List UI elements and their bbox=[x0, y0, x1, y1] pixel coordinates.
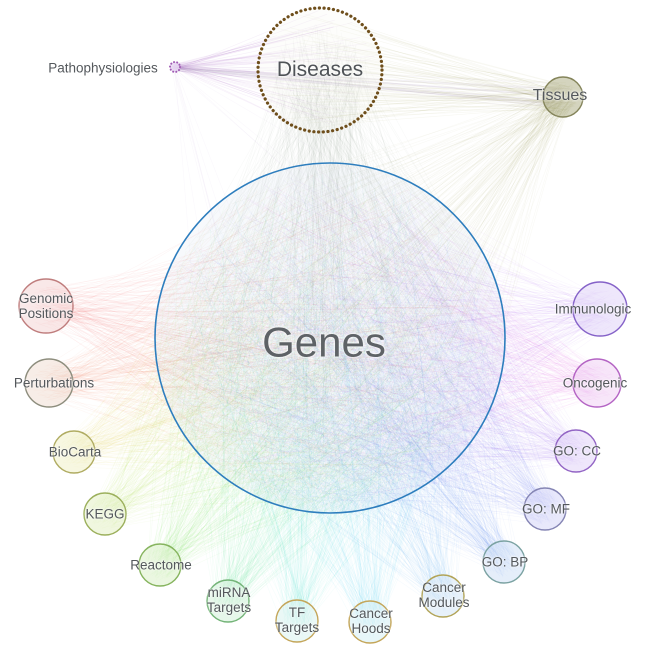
edge-bundle-genes-tf_targets bbox=[167, 171, 492, 636]
node-circle-immunologic[interactable] bbox=[572, 281, 628, 337]
edge-bundle-genes-oncogenic bbox=[160, 169, 615, 490]
edge-bundle-genes-tissues bbox=[164, 83, 578, 507]
edge-bundle-genes-genomic_positions bbox=[26, 183, 498, 504]
node-circle-go_bp[interactable] bbox=[482, 540, 526, 584]
node-circle-kegg[interactable] bbox=[83, 492, 127, 536]
node-circle-oncogenic[interactable] bbox=[572, 358, 622, 408]
edge-bundle-genes-go_mf bbox=[170, 171, 561, 525]
node-circle-tissues[interactable] bbox=[542, 76, 584, 118]
node-circle-go_mf[interactable] bbox=[523, 487, 567, 531]
edge-bundle-genes-perturbations bbox=[31, 174, 485, 504]
edge-bundle-genes-pathophysiologies bbox=[171, 65, 489, 499]
edge-bundle-genes-cancer_modules bbox=[172, 178, 497, 612]
edge-bundle-genes-mirna_targets bbox=[163, 170, 488, 616]
edge-bundle-genes-biocarta bbox=[59, 189, 495, 503]
edge-bundle-pathophysiologies-tissues bbox=[171, 63, 575, 112]
edge-bundle-genes-reactome bbox=[145, 181, 496, 581]
node-circle-cancer_hoods[interactable] bbox=[348, 600, 392, 644]
node-circle-reactome[interactable] bbox=[138, 543, 182, 587]
node-circle-genomic_positions[interactable] bbox=[18, 278, 74, 334]
edge-bundle-diseases-tissues bbox=[261, 14, 577, 129]
node-circle-tf_targets[interactable] bbox=[275, 599, 319, 643]
edge-bundle-genes-diseases bbox=[175, 24, 494, 505]
node-circle-diseases[interactable] bbox=[256, 6, 384, 134]
edge-bundle-genes-go_bp bbox=[166, 176, 520, 578]
edge-bundle-genes-cancer_hoods bbox=[161, 170, 495, 638]
node-circle-cancer_modules[interactable] bbox=[421, 574, 465, 618]
node-circle-go_cc[interactable] bbox=[554, 429, 598, 473]
node-circle-genes[interactable] bbox=[154, 162, 506, 514]
node-circle-perturbations[interactable] bbox=[24, 358, 74, 408]
node-circle-mirna_targets[interactable] bbox=[206, 579, 250, 623]
node-circle-biocarta[interactable] bbox=[52, 430, 96, 474]
node-circle-pathophysiologies[interactable] bbox=[169, 61, 181, 73]
edge-bundle-genes-kegg bbox=[89, 177, 490, 529]
